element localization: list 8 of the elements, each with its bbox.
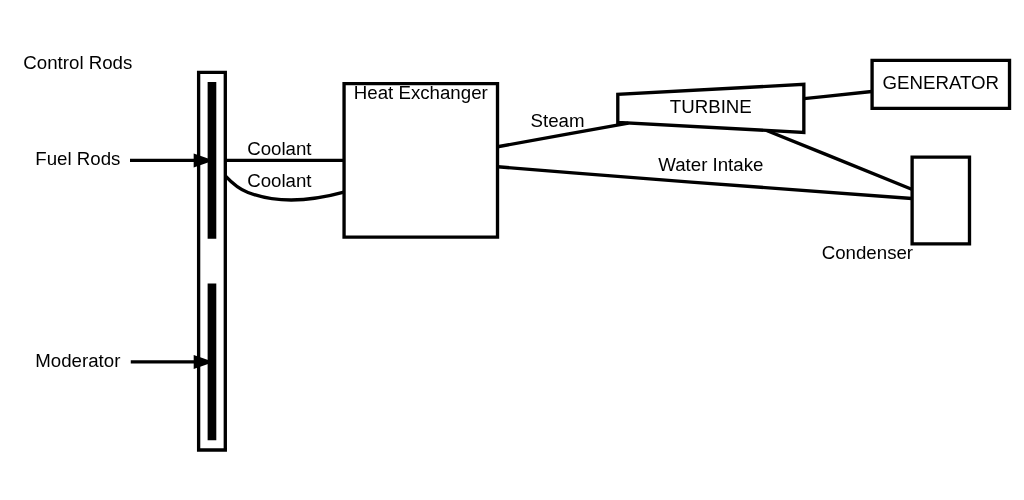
- edge-label: Water Intake: [658, 153, 764, 175]
- node-text: Fuel Rods: [35, 147, 121, 169]
- edge-label: Steam: [530, 109, 585, 131]
- node-label: Condenser: [821, 241, 914, 263]
- edge-label: Coolant: [247, 169, 312, 191]
- edge-label: Coolant: [247, 137, 312, 159]
- label: Control Rods: [23, 51, 133, 73]
- node-text: Moderator: [35, 349, 121, 371]
